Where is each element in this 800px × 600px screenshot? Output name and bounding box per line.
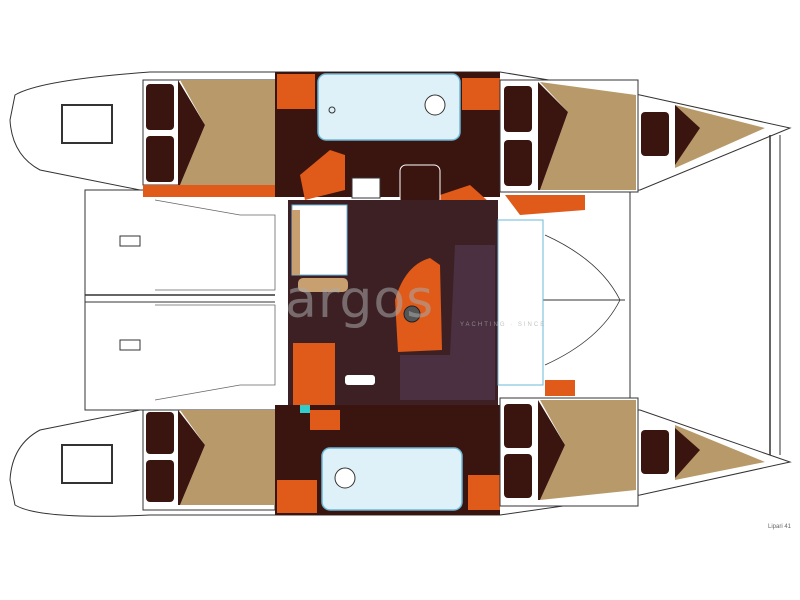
cabinet-orange <box>277 74 315 109</box>
cabinet-orange <box>277 480 317 513</box>
pillow <box>641 430 669 474</box>
galley-worktop <box>292 210 300 275</box>
pillow <box>504 140 532 186</box>
chart-table-seat <box>345 375 375 385</box>
dinette-seat <box>395 258 442 352</box>
watermark-logo: argos <box>285 270 435 330</box>
saloon-cabinet <box>293 343 335 405</box>
teal-marker <box>300 405 310 413</box>
toilet-icon <box>424 94 446 116</box>
transom-window <box>61 104 113 144</box>
galley-worktop <box>298 278 348 292</box>
pillow <box>504 454 532 498</box>
table-center-icon <box>403 305 421 323</box>
berth-fwd-lower <box>540 400 636 500</box>
pillow <box>504 86 532 132</box>
head-upper <box>317 73 461 141</box>
berth-bow-lower <box>675 425 765 480</box>
pillow <box>641 112 669 156</box>
pillow <box>504 404 532 448</box>
galley-counter <box>291 204 348 276</box>
head-lower <box>321 447 463 511</box>
watermark-subtext: YACHTING · SINCE <box>460 322 547 328</box>
model-label: Lipari 41 <box>768 524 792 530</box>
helm-seat <box>399 164 441 206</box>
saloon-window-frame <box>497 219 544 386</box>
pillow <box>146 84 174 130</box>
cabin-shelf <box>143 185 275 197</box>
cabin-shelf <box>545 380 575 396</box>
stove-icon <box>351 177 381 199</box>
cockpit-hatch <box>119 339 141 351</box>
cabinet-orange <box>462 78 500 110</box>
cockpit-hatch <box>119 235 141 247</box>
pillow <box>146 136 174 182</box>
transom-window <box>61 444 113 484</box>
cabinet-orange <box>468 475 500 510</box>
toilet-icon <box>334 467 356 489</box>
berth-bow-upper <box>675 105 765 168</box>
pillow <box>146 412 174 454</box>
berth-aft-upper <box>180 80 275 185</box>
cabinet-orange <box>310 410 340 430</box>
berth-aft-lower <box>180 410 275 505</box>
berth-fwd-upper <box>540 82 636 190</box>
sink-icon <box>328 106 336 114</box>
pillow <box>146 460 174 502</box>
